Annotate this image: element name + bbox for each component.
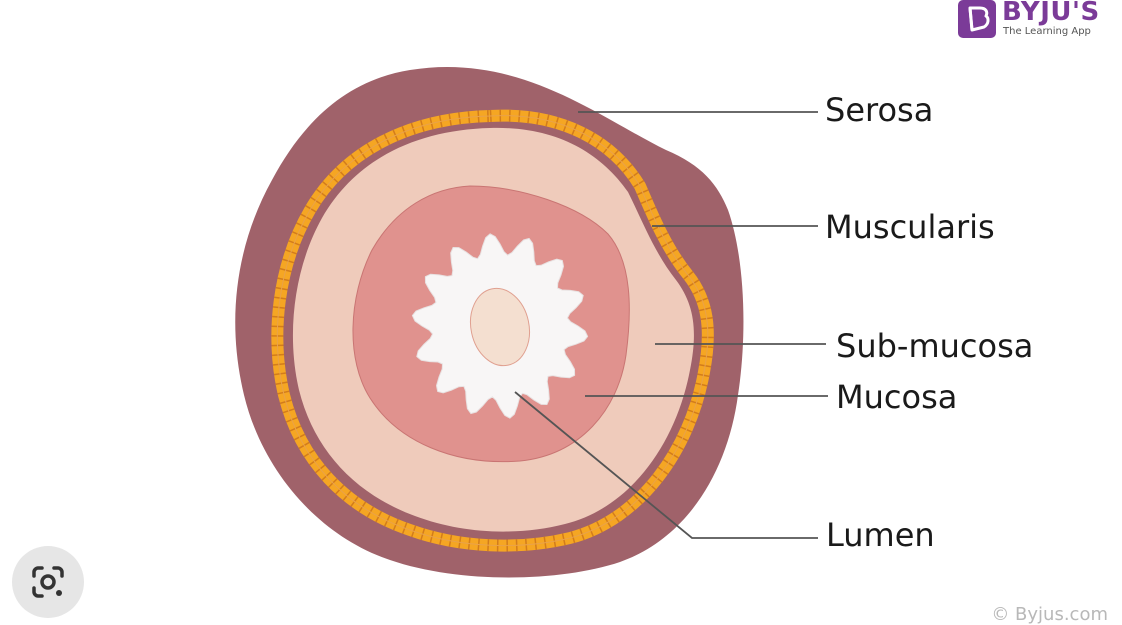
visual-search-button[interactable] — [12, 546, 84, 618]
lumen-leader-line — [514, 391, 818, 539]
mucosa-label: Mucosa — [836, 378, 957, 416]
camera-search-icon — [32, 566, 64, 598]
byjus-logo[interactable]: BYJU'S The Learning App — [958, 0, 1108, 42]
lumen-label: Lumen — [826, 516, 935, 554]
muscularis-label: Muscularis — [825, 208, 995, 246]
muscularis-edge — [276, 115, 709, 547]
lumen-core — [469, 287, 531, 367]
submucosa-label: Sub-mucosa — [836, 327, 1033, 365]
byjus-logo-icon — [958, 0, 996, 38]
serosa-label: Serosa — [825, 91, 933, 129]
logo-name: BYJU'S — [1002, 0, 1100, 27]
logo-tagline: The Learning App — [1003, 26, 1091, 37]
copyright-credit: © Byjus.com — [991, 604, 1108, 625]
